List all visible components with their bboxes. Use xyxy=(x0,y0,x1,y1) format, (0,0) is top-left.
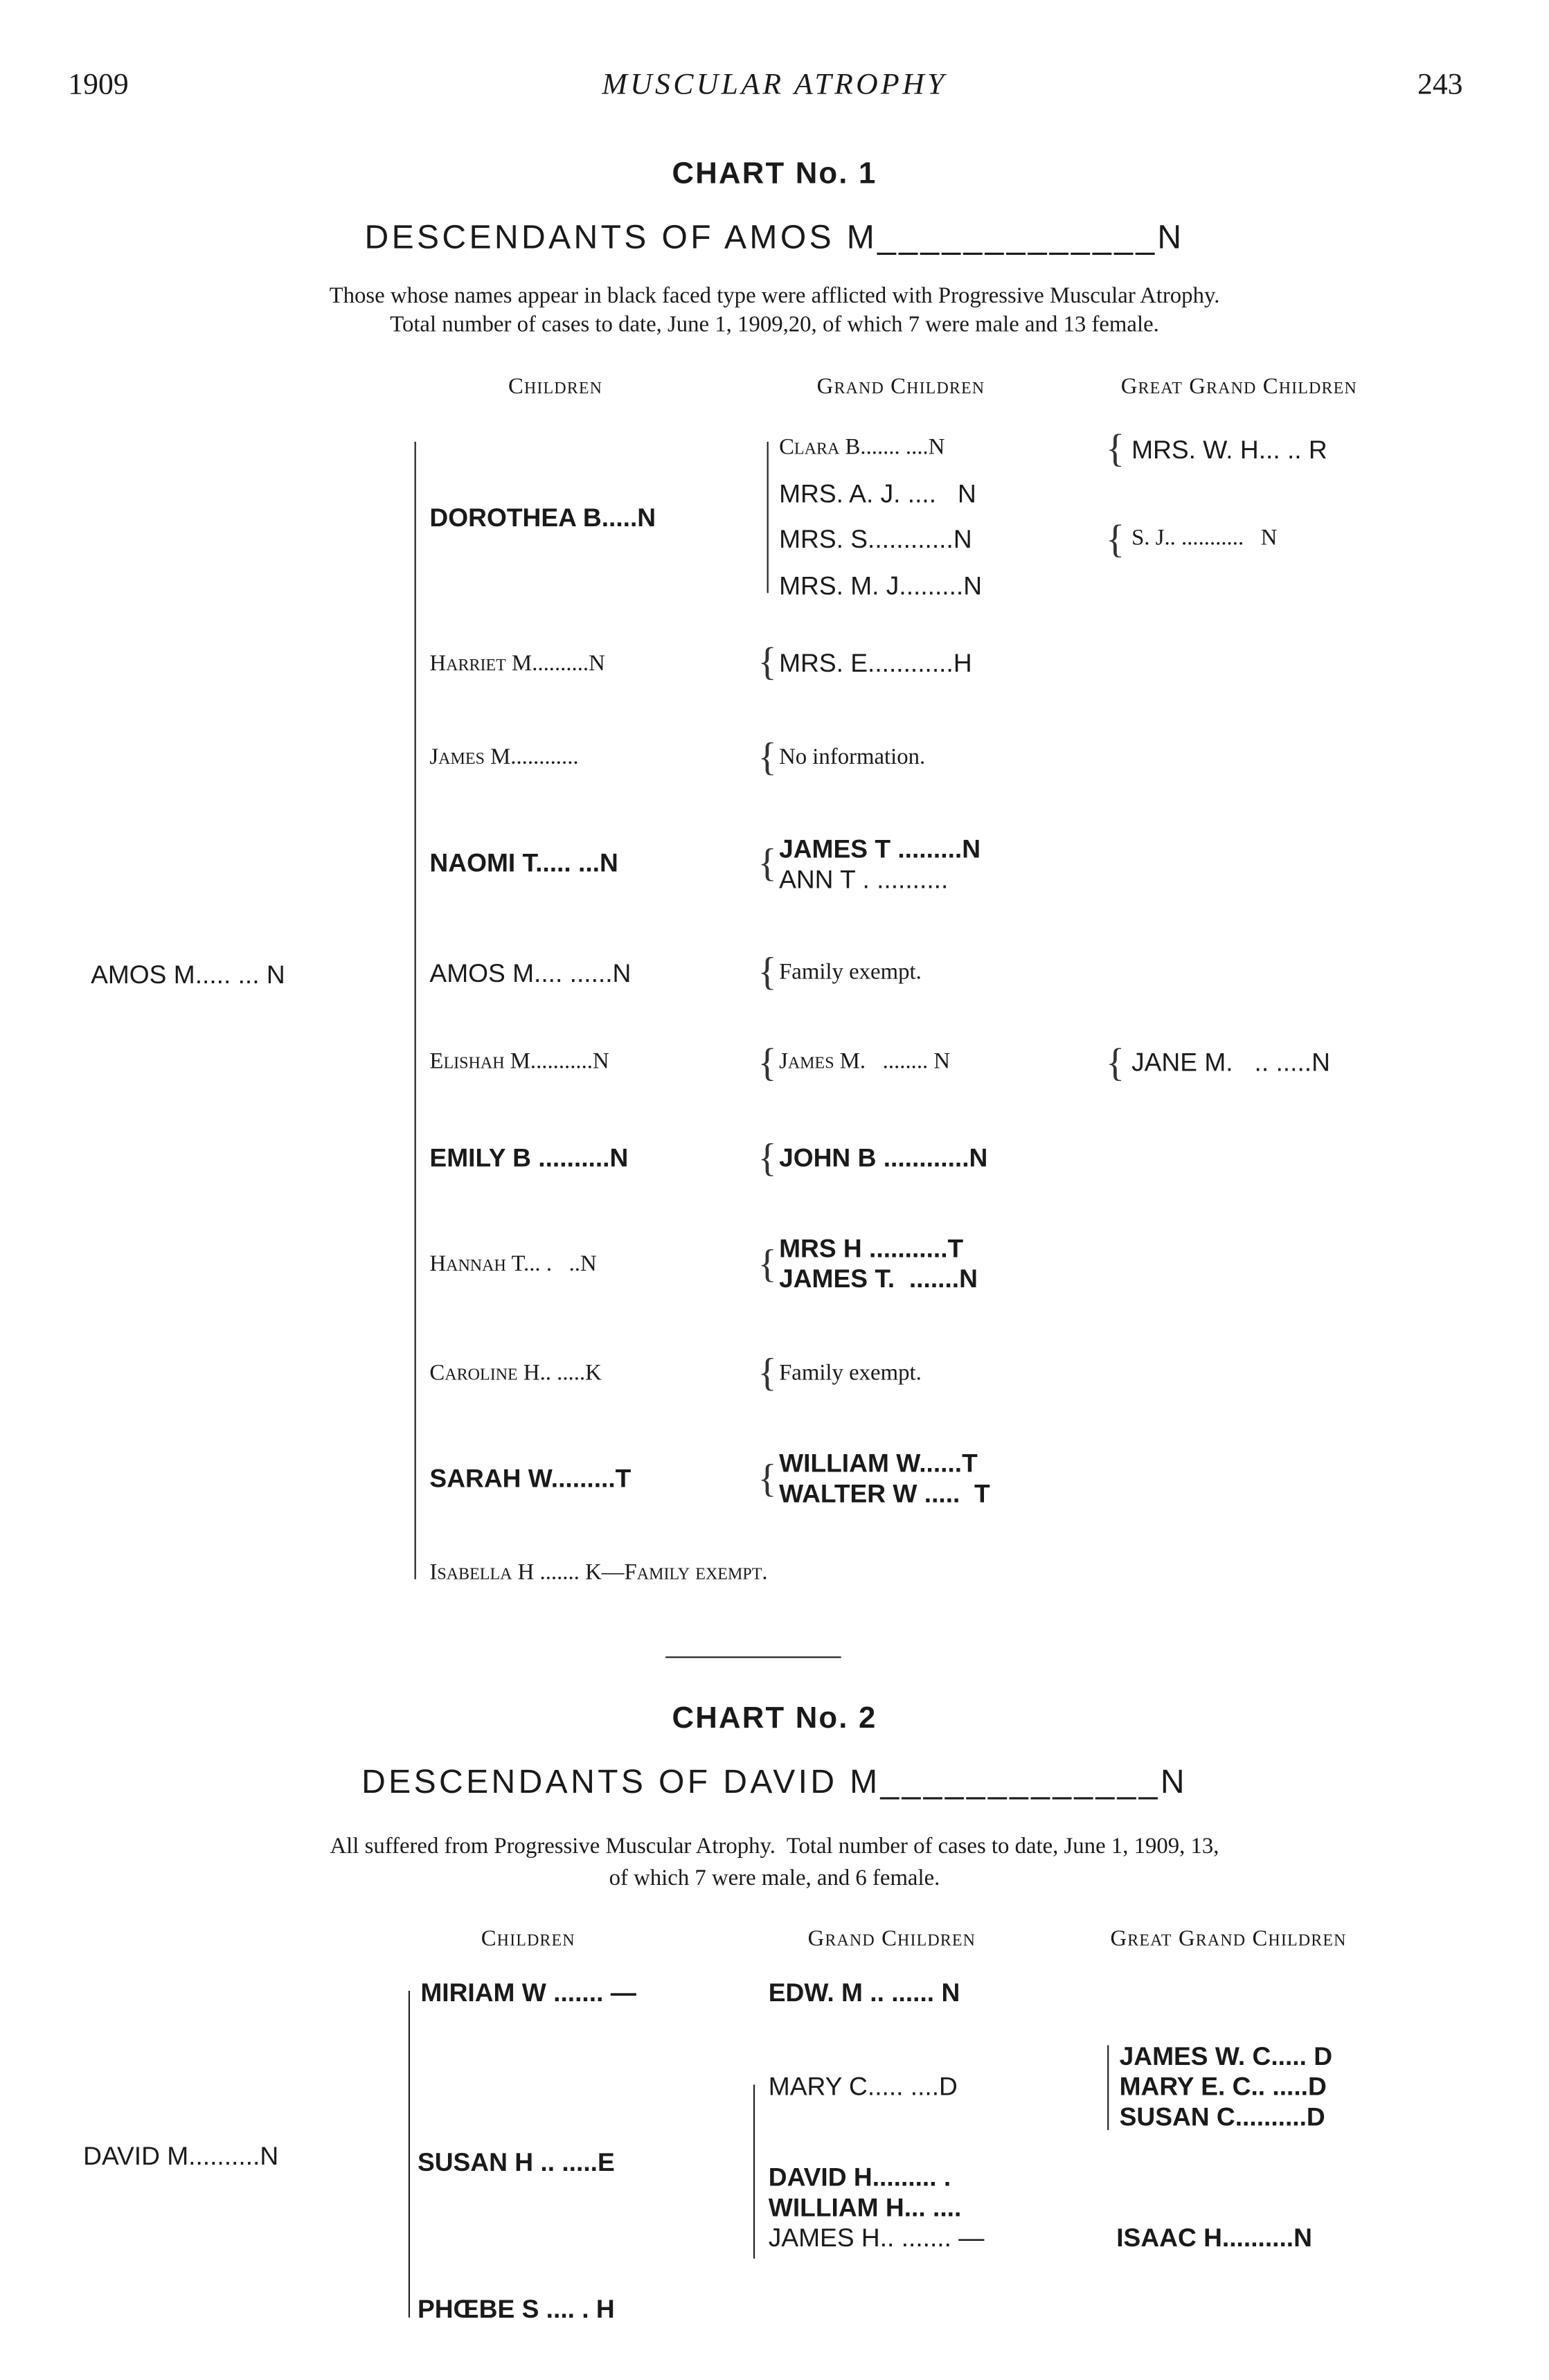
chart1-subtitle: DESCENDANTS OF AMOS M_____________N xyxy=(364,217,1185,256)
great-grandchild: S. J.. ........... N xyxy=(1131,526,1278,551)
grandchildren-brace xyxy=(753,2084,755,2259)
grandchild: WILLIAM H... .... xyxy=(768,2193,962,2223)
great-grandchild: JANE M. .. .....N xyxy=(1131,1048,1330,1077)
col-grandchildren: Grand Children xyxy=(807,1927,976,1952)
child: Hannah T... . ..N xyxy=(429,1252,597,1277)
grandchild: No information. xyxy=(779,746,926,770)
grandchild: MRS. M. J.........N xyxy=(779,571,983,601)
chart1-note-line1: Those whose names appear in black faced … xyxy=(329,284,1220,309)
brace-icon: { xyxy=(758,1350,777,1395)
brace-icon: { xyxy=(1105,517,1125,562)
child: PHŒBE S .... . H xyxy=(417,2295,615,2324)
grandchild: WALTER W ..... T xyxy=(779,1479,990,1509)
brace-icon: { xyxy=(758,640,777,684)
page-number: 243 xyxy=(1417,68,1463,102)
brace-icon: { xyxy=(758,1242,777,1286)
child: MIRIAM W ....... — xyxy=(420,1978,636,2007)
col-great-grandchildren: Great Grand Children xyxy=(1110,1927,1347,1952)
great-grandchild: MRS. W. H... .. R xyxy=(1131,436,1327,465)
grandchild: James M. ........ N xyxy=(779,1050,951,1075)
grandchild: MRS. A. J. .... N xyxy=(779,479,976,509)
grandchild: JOHN B ............N xyxy=(779,1143,988,1173)
great-grandchild: SUSAN C..........D xyxy=(1119,2102,1325,2132)
running-title: MUSCULAR ATROPHY xyxy=(602,68,947,102)
brace-icon: { xyxy=(1105,1041,1125,1085)
grandchild: Family exempt. xyxy=(779,1361,922,1386)
root-person: DAVID M..........N xyxy=(83,2142,279,2171)
grandchild: DAVID H......... . xyxy=(768,2163,951,2192)
great-grandchildren-brace xyxy=(1107,2045,1109,2130)
grandchild: WILLIAM W......T xyxy=(779,1449,978,1478)
child: Caroline H.. .....K xyxy=(429,1361,602,1386)
col-great-grandchildren: Great Grand Children xyxy=(1120,375,1357,400)
grandchild: Family exempt. xyxy=(779,960,922,985)
chart2-note-line1: All suffered from Progressive Muscular A… xyxy=(330,1834,1219,1859)
brace-icon: { xyxy=(758,735,777,780)
great-grandchild: ISAAC H..........N xyxy=(1116,2224,1312,2253)
child: James M............ xyxy=(429,746,579,770)
brace-icon: { xyxy=(758,1136,777,1180)
col-grandchildren: Grand Children xyxy=(816,375,985,400)
chart2-subtitle: DESCENDANTS OF DAVID M_____________N xyxy=(361,1762,1188,1800)
child: NAOMI T..... ...N xyxy=(429,848,618,878)
section-divider xyxy=(665,1656,841,1658)
child: SARAH W.........T xyxy=(429,1464,632,1494)
child: DOROTHEA B.....N xyxy=(429,503,656,533)
chart2-title: CHART No. 2 xyxy=(672,1701,877,1735)
children-brace xyxy=(408,1990,411,2318)
grandchild: JAMES T .........N xyxy=(779,834,981,864)
brace-icon: { xyxy=(758,1041,777,1085)
col-children: Children xyxy=(508,375,603,400)
brace-icon: { xyxy=(758,1456,777,1501)
great-grandchild: MARY E. C.. .....D xyxy=(1119,2072,1327,2102)
chart1-title: CHART No. 1 xyxy=(672,157,877,191)
chart1-note-line2: Total number of cases to date, June 1, 1… xyxy=(390,313,1159,338)
children-brace xyxy=(414,441,416,1580)
col-children: Children xyxy=(481,1927,575,1952)
grandchild: ANN T . .......... xyxy=(779,865,949,895)
child: SUSAN H .. .....E xyxy=(417,2148,615,2177)
child: Harriet M..........N xyxy=(429,652,605,677)
child: Elishah M...........N xyxy=(429,1050,609,1075)
child: EMILY B ..........N xyxy=(429,1143,629,1173)
great-grandchild: JAMES W. C..... D xyxy=(1119,2042,1333,2071)
root-person: AMOS M..... ... N xyxy=(91,960,285,990)
grandchild: MRS H ...........T xyxy=(779,1234,964,1264)
page-year: 1909 xyxy=(68,68,129,102)
child: AMOS M.... ......N xyxy=(429,959,632,988)
grandchild: Clara B....... ....N xyxy=(779,436,945,460)
chart2-note-line2: of which 7 were male, and 6 female. xyxy=(609,1866,940,1891)
grandchildren-brace xyxy=(767,441,769,593)
grandchild: MRS. E............H xyxy=(779,649,972,678)
brace-icon: { xyxy=(758,949,777,994)
child: Isabella H ....... K—Family exempt. xyxy=(429,1561,768,1586)
grandchild: EDW. M .. ...... N xyxy=(768,1978,960,2007)
brace-icon: { xyxy=(1105,427,1125,471)
grandchild: MARY C..... ....D xyxy=(768,2072,958,2102)
grandchild: JAMES T. .......N xyxy=(779,1264,978,1294)
grandchild: JAMES H.. ....... — xyxy=(768,2224,985,2253)
brace-icon: { xyxy=(758,841,777,885)
grandchild: MRS. S............N xyxy=(779,525,972,554)
